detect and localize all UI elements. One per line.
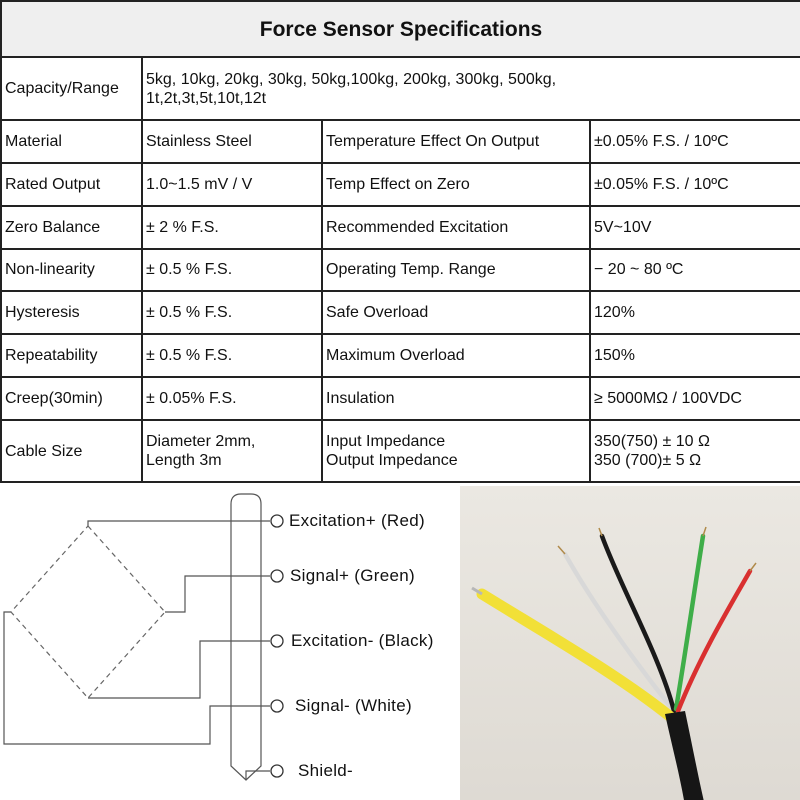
spec-label: Maximum Overload <box>321 333 591 379</box>
spec-value: − 20 ~ 80 ºC <box>589 247 800 293</box>
input-impedance-value: 350(750) ± 10 Ω <box>594 433 710 450</box>
terminal-icon <box>270 699 284 713</box>
wire-label-excitation-minus: Excitation- (Black) <box>291 631 434 650</box>
spec-label: Rated Output <box>0 161 143 207</box>
impedance-values: 350(750) ± 10 Ω 350 (700)± 5 Ω <box>589 419 800 483</box>
spec-label: Material <box>0 119 143 164</box>
spec-value: 5V~10V <box>589 204 800 250</box>
spec-label: Operating Temp. Range <box>321 247 591 293</box>
wire-black <box>599 533 677 714</box>
spec-label: Repeatability <box>0 333 143 379</box>
spec-label: Temp Effect on Zero <box>321 161 591 207</box>
spec-value: ≥ 5000MΩ / 100VDC <box>589 376 800 421</box>
spec-value: 1.0~1.5 mV / V <box>141 161 323 207</box>
spec-label: Recommended Excitation <box>321 204 591 250</box>
table-row: Hysteresis ± 0.5 % F.S. Safe Overload 12… <box>0 290 800 336</box>
wire-tip <box>598 527 603 537</box>
wiring-diagram: Excitation+ (Red) Signal+ (Green) Excita… <box>0 486 460 800</box>
wire-tip <box>749 562 757 572</box>
spec-label: Zero Balance <box>0 204 143 250</box>
spec-value: ±0.05% F.S. / 10ºC <box>589 161 800 207</box>
wire-excitation-plus <box>87 520 270 526</box>
cable-photo <box>460 486 800 800</box>
terminal-icon <box>270 634 284 648</box>
table-row: Repeatability ± 0.5 % F.S. Maximum Overl… <box>0 333 800 379</box>
wiring-schematic <box>3 493 284 781</box>
wire-red <box>675 568 753 714</box>
terminal-icon <box>270 764 284 778</box>
output-impedance-label: Output Impedance <box>326 452 458 469</box>
cable-value-line-1: Diameter 2mm, <box>146 433 256 450</box>
cable-value-line-2: Length 3m <box>146 452 222 469</box>
wire-excitation-minus <box>88 640 270 699</box>
wire-tip <box>471 586 483 596</box>
table-row: Material Stainless Steel Temperature Eff… <box>0 119 800 164</box>
table-row: Capacity/Range 5kg, 10kg, 20kg, 30kg, 50… <box>0 56 800 121</box>
spec-value: ± 0.05% F.S. <box>141 376 323 421</box>
cable-sheath <box>230 493 262 781</box>
capacity-value: 5kg, 10kg, 20kg, 30kg, 50kg,100kg, 200kg… <box>141 56 800 121</box>
wire-tip <box>557 545 566 555</box>
table-title: Force Sensor Specifications <box>0 0 800 58</box>
cable-photo-illustration <box>460 486 800 800</box>
spec-value: ± 0.5 % F.S. <box>141 290 323 336</box>
cable-size-value: Diameter 2mm, Length 3m <box>141 419 323 483</box>
terminal-icon <box>270 569 284 583</box>
terminal-icon <box>270 514 284 528</box>
spec-table: Force Sensor Specifications Capacity/Ran… <box>0 0 800 483</box>
spec-label: Safe Overload <box>321 290 591 336</box>
wire-green <box>673 533 706 712</box>
table-row: Zero Balance ± 2 % F.S. Recommended Exci… <box>0 204 800 250</box>
table-row: Cable Size Diameter 2mm, Length 3m Input… <box>0 419 800 483</box>
wire-tip <box>702 526 707 537</box>
capacity-label: Capacity/Range <box>0 56 143 121</box>
table-row: Non-linearity ± 0.5 % F.S. Operating Tem… <box>0 247 800 293</box>
input-impedance-label: Input Impedance <box>326 433 446 450</box>
spec-label: Temperature Effect On Output <box>321 119 591 164</box>
spec-label: Insulation <box>321 376 591 421</box>
table-row: Creep(30min) ± 0.05% F.S. Insulation ≥ 5… <box>0 376 800 421</box>
capacity-line-2: 1t,2t,3t,5t,10t,12t <box>146 89 267 107</box>
cable-size-label: Cable Size <box>0 419 143 483</box>
impedance-labels: Input Impedance Output Impedance <box>321 419 591 483</box>
wire-label-excitation-plus: Excitation+ (Red) <box>289 511 425 530</box>
capacity-line-1: 5kg, 10kg, 20kg, 30kg, 50kg,100kg, 200kg… <box>146 70 557 88</box>
spec-value: 120% <box>589 290 800 336</box>
table-row: Rated Output 1.0~1.5 mV / V Temp Effect … <box>0 161 800 207</box>
photo-background <box>460 486 800 800</box>
spec-label: Creep(30min) <box>0 376 143 421</box>
output-impedance-value: 350 (700)± 5 Ω <box>594 452 702 469</box>
wire-label-shield: Shield- <box>298 761 354 780</box>
spec-label: Hysteresis <box>0 290 143 336</box>
cable-jacket <box>665 711 704 800</box>
wire-yellow <box>476 588 678 724</box>
spec-value: Stainless Steel <box>141 119 323 164</box>
spec-label: Non-linearity <box>0 247 143 293</box>
wire-white <box>562 551 677 714</box>
spec-value: ± 2 % F.S. <box>141 204 323 250</box>
bridge-diamond <box>10 525 166 699</box>
spec-value: 150% <box>589 333 800 379</box>
spec-value: ± 0.5 % F.S. <box>141 333 323 379</box>
wire-label-signal-plus: Signal+ (Green) <box>290 566 415 585</box>
spec-value: ± 0.5 % F.S. <box>141 247 323 293</box>
wire-shield <box>245 770 270 780</box>
spec-value: ±0.05% F.S. / 10ºC <box>589 119 800 164</box>
wire-label-signal-minus: Signal- (White) <box>295 696 412 715</box>
wire-signal-plus <box>165 575 270 613</box>
wire-signal-minus <box>3 611 270 745</box>
